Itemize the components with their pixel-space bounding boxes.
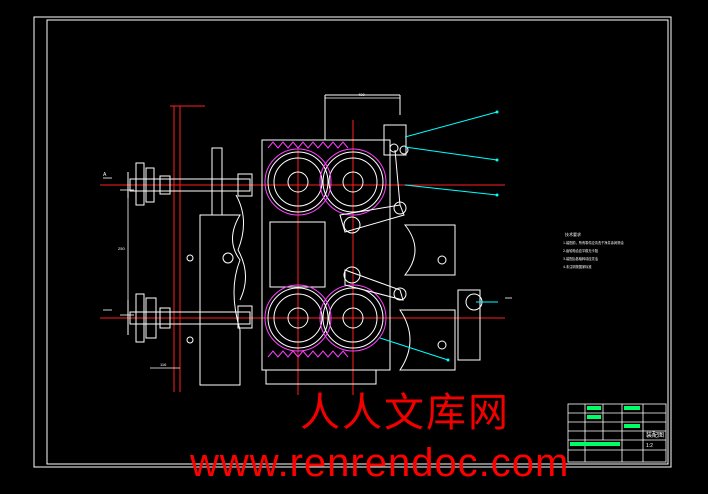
title-block [567, 403, 667, 463]
upper-rollers [264, 148, 387, 216]
centerlines [100, 105, 505, 395]
note-1: 1.装配前，所有零件应清洗干净并涂润滑油 [563, 240, 623, 245]
springs [267, 141, 349, 358]
lower-rollers [264, 284, 387, 352]
upper-shaft [127, 162, 253, 206]
housing-right [399, 224, 483, 371]
central-frame [261, 94, 401, 385]
dimension-text-bottom: 116 [160, 362, 167, 367]
outer-frame [33, 16, 672, 468]
watermark-url: www.renrendoc.com [190, 441, 570, 485]
leader-dots [446, 110, 499, 362]
title-block-name: 装配图 [646, 431, 664, 439]
note-2: 2.齿轮啮合应平稳无卡阻 [563, 248, 599, 253]
notes-title: 技术要求 [565, 231, 581, 237]
dimension-text-left: 250 [118, 246, 125, 251]
title-block-scale: 1:2 [646, 443, 653, 449]
watermark-cn: 人人文库网 [300, 390, 510, 436]
dimension-lines [103, 97, 512, 369]
note-4: 4.未注明按国家标准 [563, 264, 592, 269]
section-label: A [103, 172, 107, 178]
lower-shaft [127, 293, 253, 343]
title-block-fill [570, 406, 640, 446]
leader-lines [379, 111, 498, 361]
inner-frame [46, 19, 669, 465]
housing-left [186, 147, 246, 386]
linkage-arms [339, 124, 409, 301]
note-3: 3.装配后各轴转动应灵活 [563, 256, 599, 261]
dimension-text-top: 400 [358, 92, 365, 97]
